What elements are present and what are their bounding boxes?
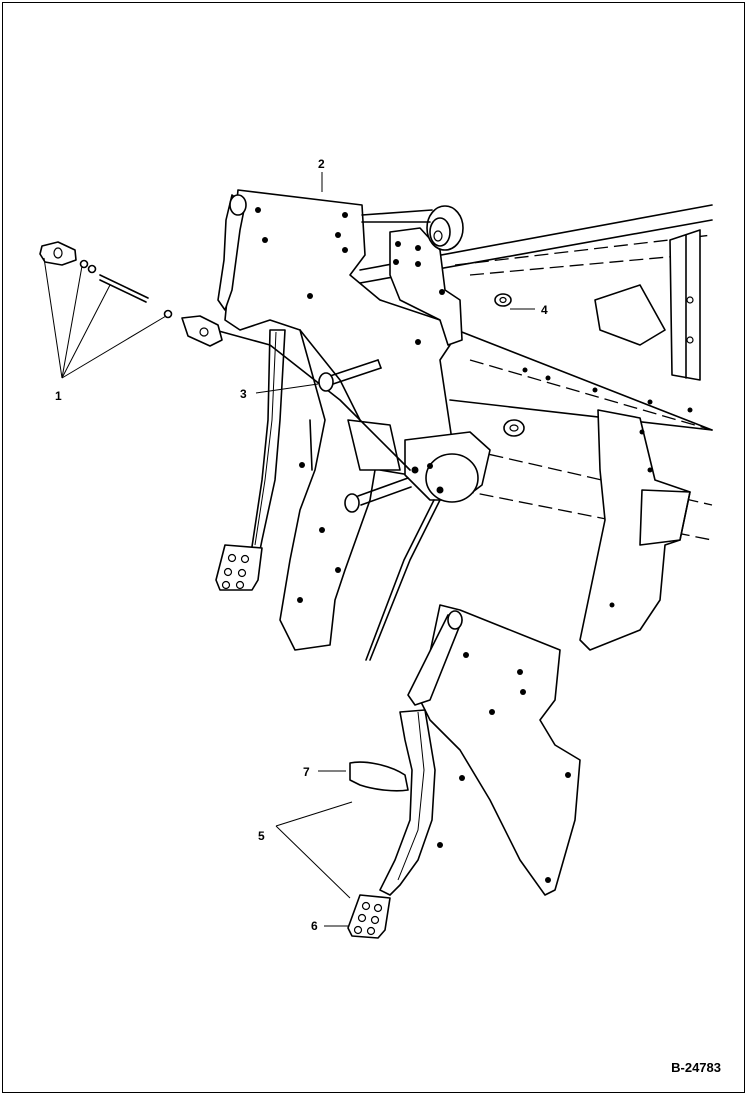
- floor-support: [279, 329, 401, 651]
- callout-5: 5: [258, 829, 265, 843]
- callout-3: 3: [240, 387, 247, 401]
- leader-lines: [43, 172, 535, 927]
- figure-code: B-24783: [671, 1060, 721, 1075]
- bolt-item-3: [318, 359, 382, 392]
- frame-structure: [359, 204, 713, 651]
- bolt-lower: [344, 477, 412, 513]
- callout-1: 1: [55, 389, 62, 403]
- pedal-arm-upper: [215, 194, 286, 591]
- callout-7: 7: [303, 765, 310, 779]
- callout-6: 6: [311, 919, 318, 933]
- pedal-assembly-lower: [347, 604, 581, 939]
- throttle-cable: [214, 329, 441, 661]
- nut-item-4: [494, 293, 525, 437]
- pedal-mount-plate-upper: [224, 189, 491, 503]
- callout-4: 4: [541, 303, 548, 317]
- cable-end-linkage: [39, 241, 223, 347]
- callouts: 1 2 3 4 5 6 7: [55, 157, 548, 933]
- callout-2: 2: [318, 157, 325, 171]
